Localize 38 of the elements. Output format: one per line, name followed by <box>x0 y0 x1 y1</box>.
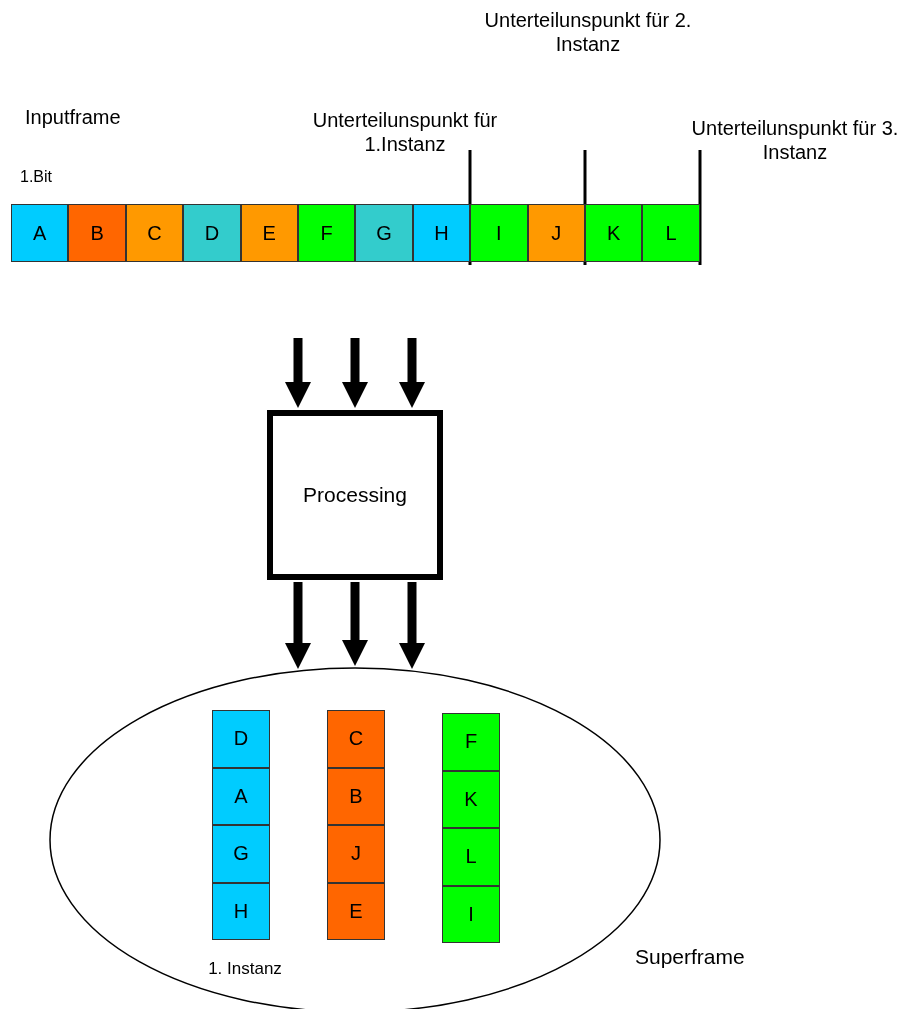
annotation-text: 1.Bit <box>20 167 53 187</box>
data-cell: F <box>442 713 500 771</box>
data-cell: L <box>642 204 700 262</box>
data-cell: C <box>327 710 385 768</box>
arrow <box>342 338 368 408</box>
data-cell: K <box>442 770 500 828</box>
data-cell: A <box>212 767 270 825</box>
data-cell: B <box>327 767 385 825</box>
annotation-text: Unterteilunspunkt für 1.Instanz <box>311 108 499 156</box>
data-cell: L <box>442 828 500 886</box>
data-cell: D <box>183 204 241 262</box>
data-cell: J <box>327 825 385 883</box>
data-cell: K <box>585 204 643 262</box>
data-cell: E <box>327 882 385 940</box>
annotation-text: Unterteilunspunkt für 2. Instanz <box>483 8 693 56</box>
data-cell: H <box>412 204 471 262</box>
data-cell: C <box>125 204 184 262</box>
data-cell: D <box>212 710 270 768</box>
data-cell: H <box>212 882 270 940</box>
data-cell: J <box>527 204 585 262</box>
annotation-text: Inputframe <box>25 105 122 129</box>
data-cell: E <box>240 204 298 262</box>
data-cell: A <box>11 204 69 262</box>
data-cell: I <box>470 204 528 262</box>
annotation-text: Unterteilunspunkt für 3. Instanz <box>690 116 900 164</box>
superframe-label: Superframe <box>635 945 745 969</box>
annotation-text: 1. Instanz <box>207 958 283 980</box>
data-cell: G <box>355 204 413 262</box>
data-cell: F <box>298 204 356 262</box>
data-cell: I <box>442 885 500 943</box>
arrow <box>399 338 425 408</box>
process-box: Processing <box>267 410 443 580</box>
arrow <box>399 582 425 670</box>
arrow <box>285 338 311 408</box>
arrow <box>342 582 368 666</box>
data-cell: G <box>212 825 270 883</box>
data-cell: B <box>68 204 126 262</box>
arrow <box>285 582 311 670</box>
